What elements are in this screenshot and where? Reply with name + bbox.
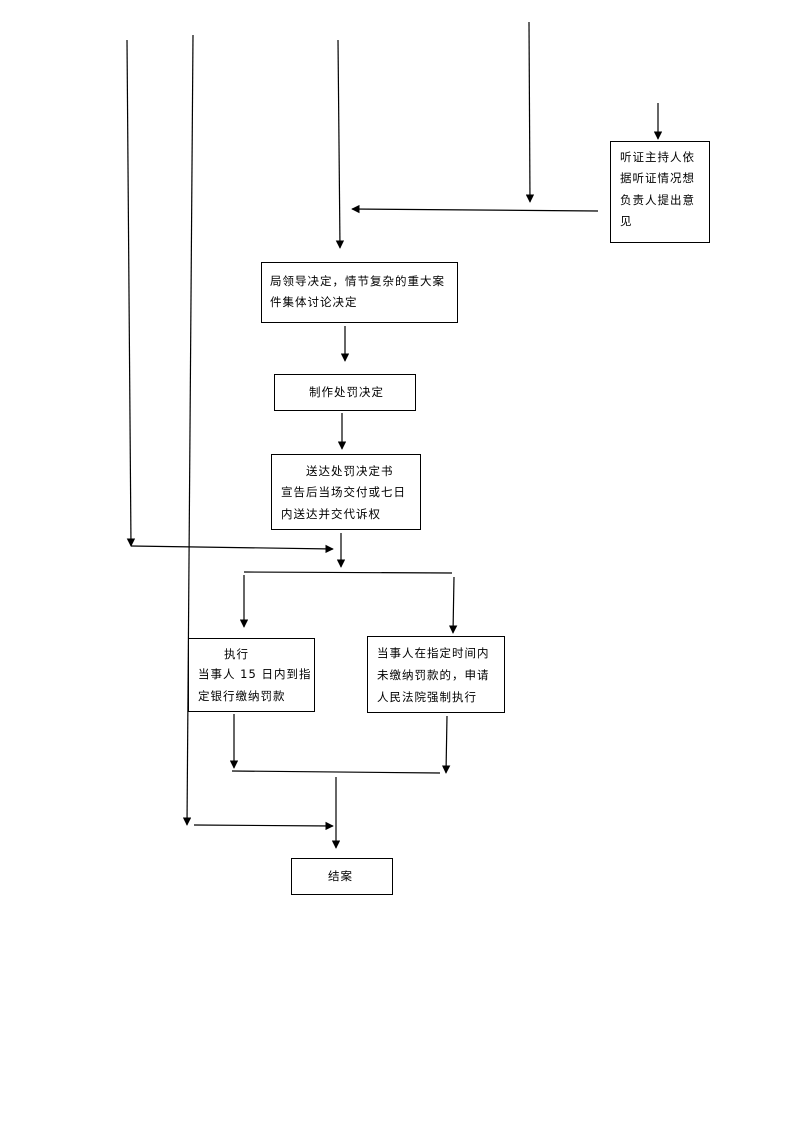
split-horizontal-line <box>243 571 453 574</box>
court-enforcement-line-2: 未缴纳罚款的，申请 <box>377 668 490 682</box>
split-right-arrow <box>448 576 458 634</box>
execute-line-2: 当事人 15 日内到指 <box>198 667 312 681</box>
court-down-arrow <box>441 715 451 774</box>
hearing-opinion-line-4: 见 <box>620 214 633 228</box>
deliver-decision-box: 送达处罚决定书 宣告后当场交付或七日 内送达并交代诉权 <box>271 454 421 530</box>
make-decision-box: 制作处罚决定 <box>274 374 416 411</box>
merge-horizontal-line <box>231 770 441 774</box>
left-inner-horizontal-arrow <box>193 821 334 831</box>
court-enforcement-line-1: 当事人在指定时间内 <box>377 646 490 660</box>
execute-box: 执行 当事人 15 日内到指 定银行缴纳罚款 <box>188 638 315 712</box>
center-top-vertical-arrow <box>335 39 345 249</box>
execute-line-1: 执行 <box>224 647 249 661</box>
close-case-label: 结案 <box>328 869 353 883</box>
hearing-opinion-line-1: 听证主持人依 <box>620 150 695 164</box>
hearing-opinion-line-2: 据听证情况想 <box>620 171 695 185</box>
hearing-opinion-line-3: 负责人提出意 <box>620 193 695 207</box>
deliver-decision-line-3: 内送达并交代诉权 <box>281 507 381 521</box>
deliver-decision-line-1: 送达处罚决定书 <box>306 464 394 478</box>
left-outer-vertical-arrow <box>126 39 136 547</box>
leadership-decision-line-2: 件集体讨论决定 <box>270 295 358 309</box>
court-enforcement-box: 当事人在指定时间内 未缴纳罚款的，申请 人民法院强制执行 <box>367 636 505 713</box>
leadership-decision-line-1: 局领导决定，情节复杂的重大案 <box>270 274 445 288</box>
make-decision-label: 制作处罚决定 <box>309 385 384 399</box>
leadership-decision-box: 局领导决定，情节复杂的重大案 件集体讨论决定 <box>261 262 458 323</box>
left-outer-horizontal-arrow <box>130 544 334 554</box>
close-case-box: 结案 <box>291 858 393 895</box>
execute-line-3: 定银行缴纳罚款 <box>198 689 286 703</box>
hearing-to-decision-arrow <box>351 204 599 214</box>
court-enforcement-line-3: 人民法院强制执行 <box>377 690 477 704</box>
deliver-decision-line-2: 宣告后当场交付或七日 <box>281 485 406 499</box>
right-top-vertical-arrow <box>525 21 535 203</box>
hearing-opinion-box: 听证主持人依 据听证情况想 负责人提出意 见 <box>610 141 710 243</box>
